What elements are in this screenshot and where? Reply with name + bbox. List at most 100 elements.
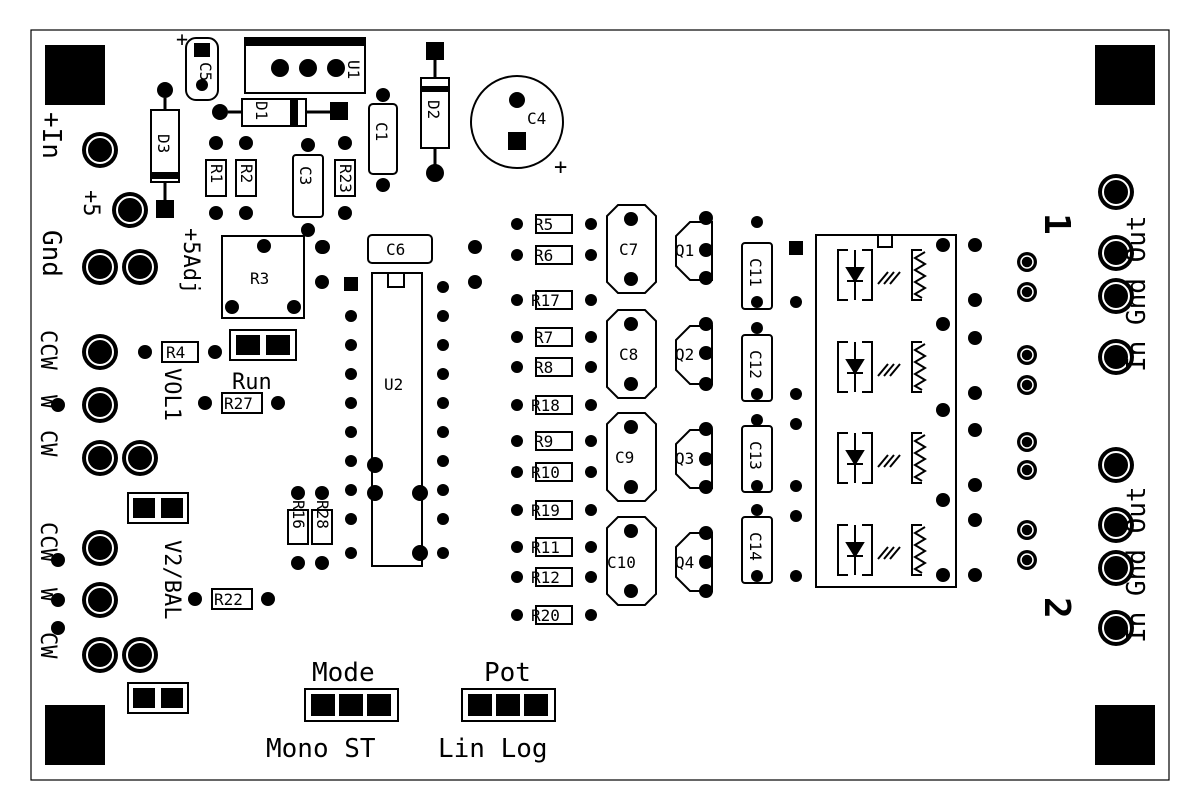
board-outline: [30, 29, 1170, 781]
regulator-u1: [244, 37, 366, 94]
resistors-r16-r28: [287, 486, 333, 570]
right-connector-pads: [1098, 174, 1134, 646]
label-vol1: VOL1: [159, 368, 184, 421]
ref-r1: R1: [207, 164, 226, 183]
cap-c4: +: [470, 75, 567, 180]
resistors-r1-r2: [205, 136, 257, 220]
ref-r7: R7: [534, 328, 553, 347]
label-right-bottom: In Gnd Out: [1122, 486, 1152, 643]
svg-text:+: +: [554, 155, 567, 180]
ref-c9: C9: [615, 448, 634, 467]
resistor-r4: [138, 341, 222, 363]
ref-q2: Q2: [675, 345, 694, 364]
diode-d3: [150, 82, 180, 218]
label-run: Run: [232, 370, 272, 395]
ref-c13: C13: [746, 441, 765, 470]
optocoupler-block: [815, 234, 982, 588]
label-vol2-w: W: [35, 588, 60, 602]
ref-r20: R20: [531, 606, 560, 625]
channel-pad-rings: [1020, 255, 1034, 567]
label-vol1-cw: CW: [35, 430, 60, 457]
diode-d1: [212, 98, 348, 127]
ref-r11: R11: [531, 538, 560, 557]
label-pot: Pot: [484, 658, 531, 688]
ref-c10: C10: [607, 553, 636, 572]
label-mode: Mode: [312, 658, 375, 688]
ref-r5: R5: [534, 215, 553, 234]
ref-r10: R10: [531, 463, 560, 482]
caps-c7-c10: [606, 204, 657, 606]
ref-q1: Q1: [675, 241, 694, 260]
transistors: [675, 211, 713, 598]
ref-u1: U1: [344, 60, 363, 79]
ref-r12: R12: [531, 568, 560, 587]
ref-c7: C7: [619, 240, 638, 259]
label-mode-options: Mono ST: [266, 734, 376, 764]
ref-r28: R28: [313, 500, 332, 529]
label-v2bal: V2/BAL: [159, 540, 184, 619]
ref-c3: C3: [296, 166, 315, 185]
label-gnd: Gnd: [36, 230, 66, 277]
cap-c5: +: [176, 27, 219, 101]
opto-cell-2: [837, 341, 927, 393]
ref-d1: D1: [252, 101, 271, 120]
ref-c4: C4: [527, 109, 546, 128]
ref-q3: Q3: [675, 449, 694, 468]
ref-r27: R27: [224, 394, 253, 413]
ref-r4: R4: [166, 343, 185, 362]
ref-c12: C12: [746, 350, 765, 379]
opto-cell-3: [837, 432, 927, 484]
ref-r2: R2: [237, 164, 256, 183]
ref-r6: R6: [534, 246, 553, 265]
ref-r23: R23: [336, 164, 355, 193]
mode-jumper: [304, 688, 399, 722]
label-vol1-w: W: [35, 395, 60, 409]
mounting-holes: [45, 45, 1155, 765]
opto-cell-4: [837, 524, 927, 576]
ic-u2-pins: [315, 275, 482, 561]
cap-c1: [368, 88, 398, 192]
ic-u2: [344, 272, 423, 567]
label-vol1-ccw: CCW: [35, 330, 60, 370]
label-right-top: In Gnd Out: [1122, 215, 1152, 372]
ref-d2: D2: [424, 100, 443, 119]
ref-d3: D3: [154, 134, 173, 153]
channel-pads: [1017, 252, 1037, 570]
ref-r18: R18: [531, 396, 560, 415]
jumper-blocks-left: [127, 329, 297, 714]
resistor-r23: [334, 136, 356, 220]
label-plus5adj: +5Adj: [178, 228, 203, 294]
ref-r19: R19: [531, 501, 560, 520]
ref-c5: C5: [196, 62, 215, 81]
pot-jumper: [461, 688, 556, 722]
resistor-r22: [188, 588, 275, 610]
resistor-column: [511, 214, 597, 625]
label-pot-options: Lin Log: [438, 734, 548, 764]
label-vol2-cw: CW: [35, 632, 60, 659]
diode-d2: [420, 42, 450, 182]
ref-r3: R3: [250, 269, 269, 288]
ref-q4: Q4: [675, 553, 694, 572]
label-plus5: +5: [78, 190, 103, 217]
ref-r9: R9: [534, 432, 553, 451]
ref-u2: U2: [384, 375, 403, 394]
misc-vias: [316, 240, 330, 254]
opto-cell-1: [837, 249, 927, 301]
ref-c6: C6: [386, 240, 405, 259]
label-vol2-ccw: CCW: [35, 522, 60, 562]
ref-c11: C11: [746, 258, 765, 287]
ref-r17: R17: [531, 291, 560, 310]
ref-c1: C1: [372, 122, 391, 141]
ref-r22: R22: [214, 590, 243, 609]
ref-r16: R16: [289, 500, 308, 529]
resistor-r27: [198, 392, 285, 414]
svg-text:+: +: [176, 27, 188, 51]
optocoupler-cells: [837, 249, 927, 576]
label-in-plus: +In: [36, 112, 66, 159]
label-channel-2: 2: [1036, 597, 1077, 619]
ref-r8: R8: [534, 358, 553, 377]
trimmer-r3: [221, 235, 305, 319]
ref-c8: C8: [619, 345, 638, 364]
left-connector-pads: [51, 132, 158, 673]
